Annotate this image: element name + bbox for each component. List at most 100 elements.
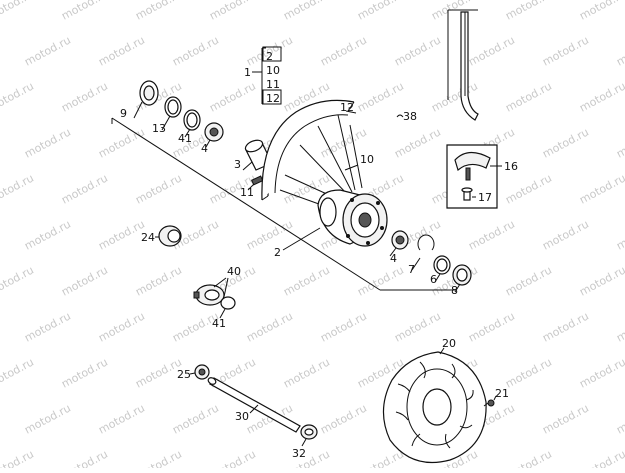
watermark-text: motod.ru — [59, 355, 110, 390]
watermark-text: motod.ru — [281, 355, 332, 390]
callout-12: 12 — [340, 101, 354, 114]
seal-part-8 — [452, 264, 472, 293]
watermark-text: motod.ru — [281, 447, 332, 468]
watermark-text: motod.ru — [540, 401, 591, 436]
nut-part-32 — [300, 424, 318, 447]
tire-iron-part — [447, 9, 479, 121]
callout-6: 6 — [430, 273, 437, 286]
watermark-text: motod.ru — [614, 125, 625, 160]
ring-part-13 — [161, 96, 182, 131]
watermark-text: motod.ru — [392, 309, 443, 344]
kit-member-10: 10 — [266, 64, 280, 77]
watermark-text: motod.ru — [503, 263, 554, 298]
watermark-text: motod.ru — [355, 447, 406, 468]
watermark-text: motod.ru — [614, 401, 625, 436]
watermark-text: motod.ru — [503, 447, 554, 468]
callout-25: 25 — [177, 368, 191, 381]
watermark-text: motod.ru — [96, 33, 147, 68]
circlip-part-7 — [411, 234, 435, 271]
callout-17: 17 — [478, 191, 492, 204]
callout-8: 8 — [451, 284, 458, 297]
bearing-part-4-bottom — [389, 230, 409, 257]
callout-38: 38 — [403, 110, 417, 123]
callout-41-top: 41 — [178, 132, 192, 145]
watermark-text: motod.ru — [614, 309, 625, 344]
watermark-text: motod.ru — [429, 0, 480, 23]
watermark-text: motod.ru — [59, 0, 110, 23]
watermark-text: motod.ru — [540, 309, 591, 344]
callout-7: 7 — [408, 263, 415, 276]
spacer-part-24 — [155, 225, 182, 247]
assembly-axis-top — [111, 117, 381, 291]
watermark-text: motod.ru — [466, 33, 517, 68]
bolt-part-21 — [483, 395, 497, 407]
watermark-text: motod.ru — [207, 447, 258, 468]
axle-part-30 — [207, 377, 301, 433]
watermark-text: motod.ru — [0, 79, 36, 114]
callout-11: 11 — [240, 186, 254, 199]
watermark-text: motod.ru — [133, 0, 184, 23]
bearing-part-4-top — [204, 122, 224, 148]
callout-21: 21 — [495, 387, 509, 400]
callout-30: 30 — [235, 410, 249, 423]
brake-disc-part-20 — [382, 347, 487, 464]
watermark-text: motod.ru — [207, 79, 258, 114]
callout-16: 16 — [504, 160, 518, 173]
seal-part-9 — [133, 80, 159, 119]
kit-member-2: 2 — [266, 50, 273, 63]
watermark-text: motod.ru — [22, 401, 73, 436]
watermark-text: motod.ru — [318, 33, 369, 68]
watermark-text: motod.ru — [22, 33, 73, 68]
watermark-text: motod.ru — [392, 33, 443, 68]
watermark-text: motod.ru — [0, 263, 36, 298]
callout-2: 2 — [274, 246, 281, 259]
spoke-nipple-part-11 — [247, 175, 264, 191]
watermark-text: motod.ru — [96, 217, 147, 252]
callout-24: 24 — [141, 231, 155, 244]
watermark-text: motod.ru — [0, 171, 36, 206]
watermark-text: motod.ru — [503, 79, 554, 114]
ring-part-6 — [433, 255, 451, 283]
nut-part-25 — [189, 364, 210, 380]
callout-32: 32 — [292, 447, 306, 460]
watermark-text: motod.ru — [392, 125, 443, 160]
watermark-text: motod.ru — [96, 125, 147, 160]
kit-member-11: 11 — [266, 78, 280, 91]
callout-9: 9 — [120, 107, 127, 120]
watermark-text: motod.ru — [577, 263, 625, 298]
watermark-text: motod.ru — [22, 309, 73, 344]
callout-13: 13 — [152, 122, 166, 135]
wheel-hub-part-2 — [282, 189, 388, 251]
watermark-text: motod.ru — [281, 0, 332, 23]
callout-4-bottom: 4 — [390, 252, 397, 265]
callout-41-bottom: 41 — [212, 317, 226, 330]
watermark-text: motod.ru — [577, 79, 625, 114]
callout-3: 3 — [234, 158, 241, 171]
watermark-text: motod.ru — [355, 79, 406, 114]
kit-group-1: 1 2 10 11 12 — [244, 46, 282, 105]
watermark-text: motod.ru — [170, 401, 221, 436]
watermark-text: motod.ru — [540, 125, 591, 160]
watermark-text: motod.ru — [503, 0, 554, 23]
watermark-text: motod.ru — [96, 401, 147, 436]
watermark-text: motod.ru — [577, 171, 625, 206]
watermark-text: motod.ru — [355, 0, 406, 23]
rim-tape-mark-38 — [396, 114, 404, 118]
watermark-text: motod.ru — [0, 447, 36, 468]
watermark-text: motod.ru — [59, 263, 110, 298]
watermark-text: motod.ru — [0, 355, 36, 390]
watermark-text: motod.ru — [170, 33, 221, 68]
inner-tube-box — [446, 144, 502, 209]
kit-member-12: 12 — [266, 92, 280, 105]
watermark-text: motod.ru — [22, 125, 73, 160]
watermark-text: motod.ru — [0, 0, 36, 23]
callout-1: 1 — [244, 66, 251, 79]
watermark-text: motod.ru — [96, 309, 147, 344]
watermark-text: motod.ru — [577, 0, 625, 23]
watermark-text: motod.ru — [466, 217, 517, 252]
callout-10: 10 — [360, 153, 374, 166]
callout-4-top: 4 — [201, 142, 208, 155]
watermark-text: motod.ru — [503, 171, 554, 206]
